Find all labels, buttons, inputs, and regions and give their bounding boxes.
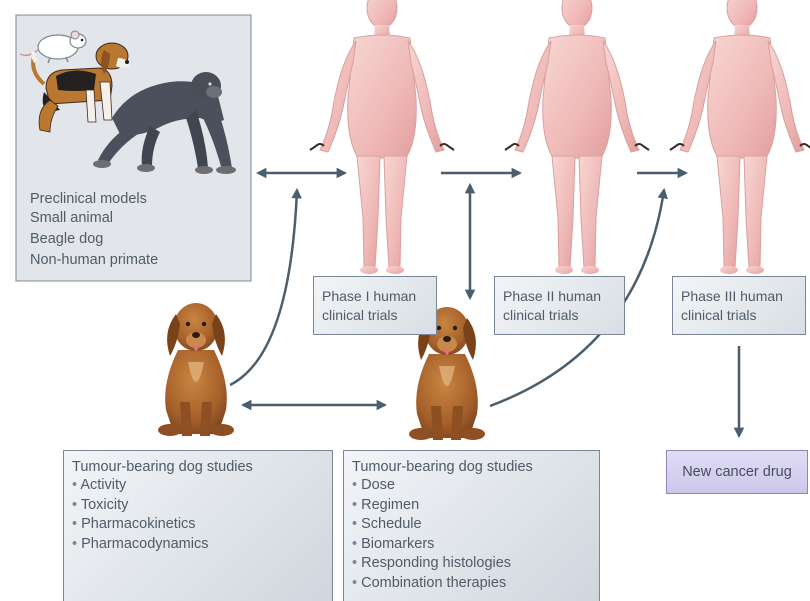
phase-1-sublabel: clinical trials xyxy=(322,306,436,325)
phase-2-box: Phase II human clinical trials xyxy=(494,276,625,335)
preclinical-title: Preclinical models xyxy=(30,190,158,208)
phase-3-box: Phase III human clinical trials xyxy=(672,276,806,335)
human-figure-phase-1 xyxy=(310,0,454,274)
new-cancer-drug-box: New cancer drug xyxy=(666,450,808,494)
dog-studies-left-title: Tumour-bearing dog studies xyxy=(72,458,332,476)
dog-studies-left-item: Activity xyxy=(72,476,332,496)
phase-3-label: Phase III human xyxy=(681,287,805,306)
dog-studies-right-item: Regimen xyxy=(352,496,599,516)
dog-studies-right-item: Schedule xyxy=(352,515,599,535)
golden-dog-left xyxy=(158,303,234,436)
dog-studies-left-box: Tumour-bearing dog studies Activity Toxi… xyxy=(63,450,333,601)
dog-studies-right-box: Tumour-bearing dog studies Dose Regimen … xyxy=(343,450,600,601)
human-figure-phase-2 xyxy=(505,0,649,274)
dog-studies-right-item: Combination therapies xyxy=(352,574,599,594)
preclinical-text: Preclinical models Small animal Beagle d… xyxy=(30,190,158,271)
flow-arrows xyxy=(230,173,739,436)
dog-studies-right-item: Dose xyxy=(352,476,599,496)
preclinical-item: Beagle dog xyxy=(30,229,158,250)
new-cancer-drug-label: New cancer drug xyxy=(682,464,792,480)
dog-studies-left-item: Pharmacodynamics xyxy=(72,535,332,555)
dog-studies-right-item: Biomarkers xyxy=(352,535,599,555)
phase-3-sublabel: clinical trials xyxy=(681,306,805,325)
dog-studies-right-item: Responding histologies xyxy=(352,554,599,574)
phase-2-label: Phase II human xyxy=(503,287,624,306)
preclinical-item: Small animal xyxy=(30,208,158,229)
phase-1-label: Phase I human xyxy=(322,287,436,306)
human-figure-phase-3 xyxy=(670,0,810,274)
preclinical-item: Non-human primate xyxy=(30,250,158,271)
phase-2-sublabel: clinical trials xyxy=(503,306,624,325)
dog-studies-left-item: Pharmacokinetics xyxy=(72,515,332,535)
dog-studies-left-item: Toxicity xyxy=(72,496,332,516)
phase-1-box: Phase I human clinical trials xyxy=(313,276,437,335)
dog-studies-right-title: Tumour-bearing dog studies xyxy=(352,458,599,476)
